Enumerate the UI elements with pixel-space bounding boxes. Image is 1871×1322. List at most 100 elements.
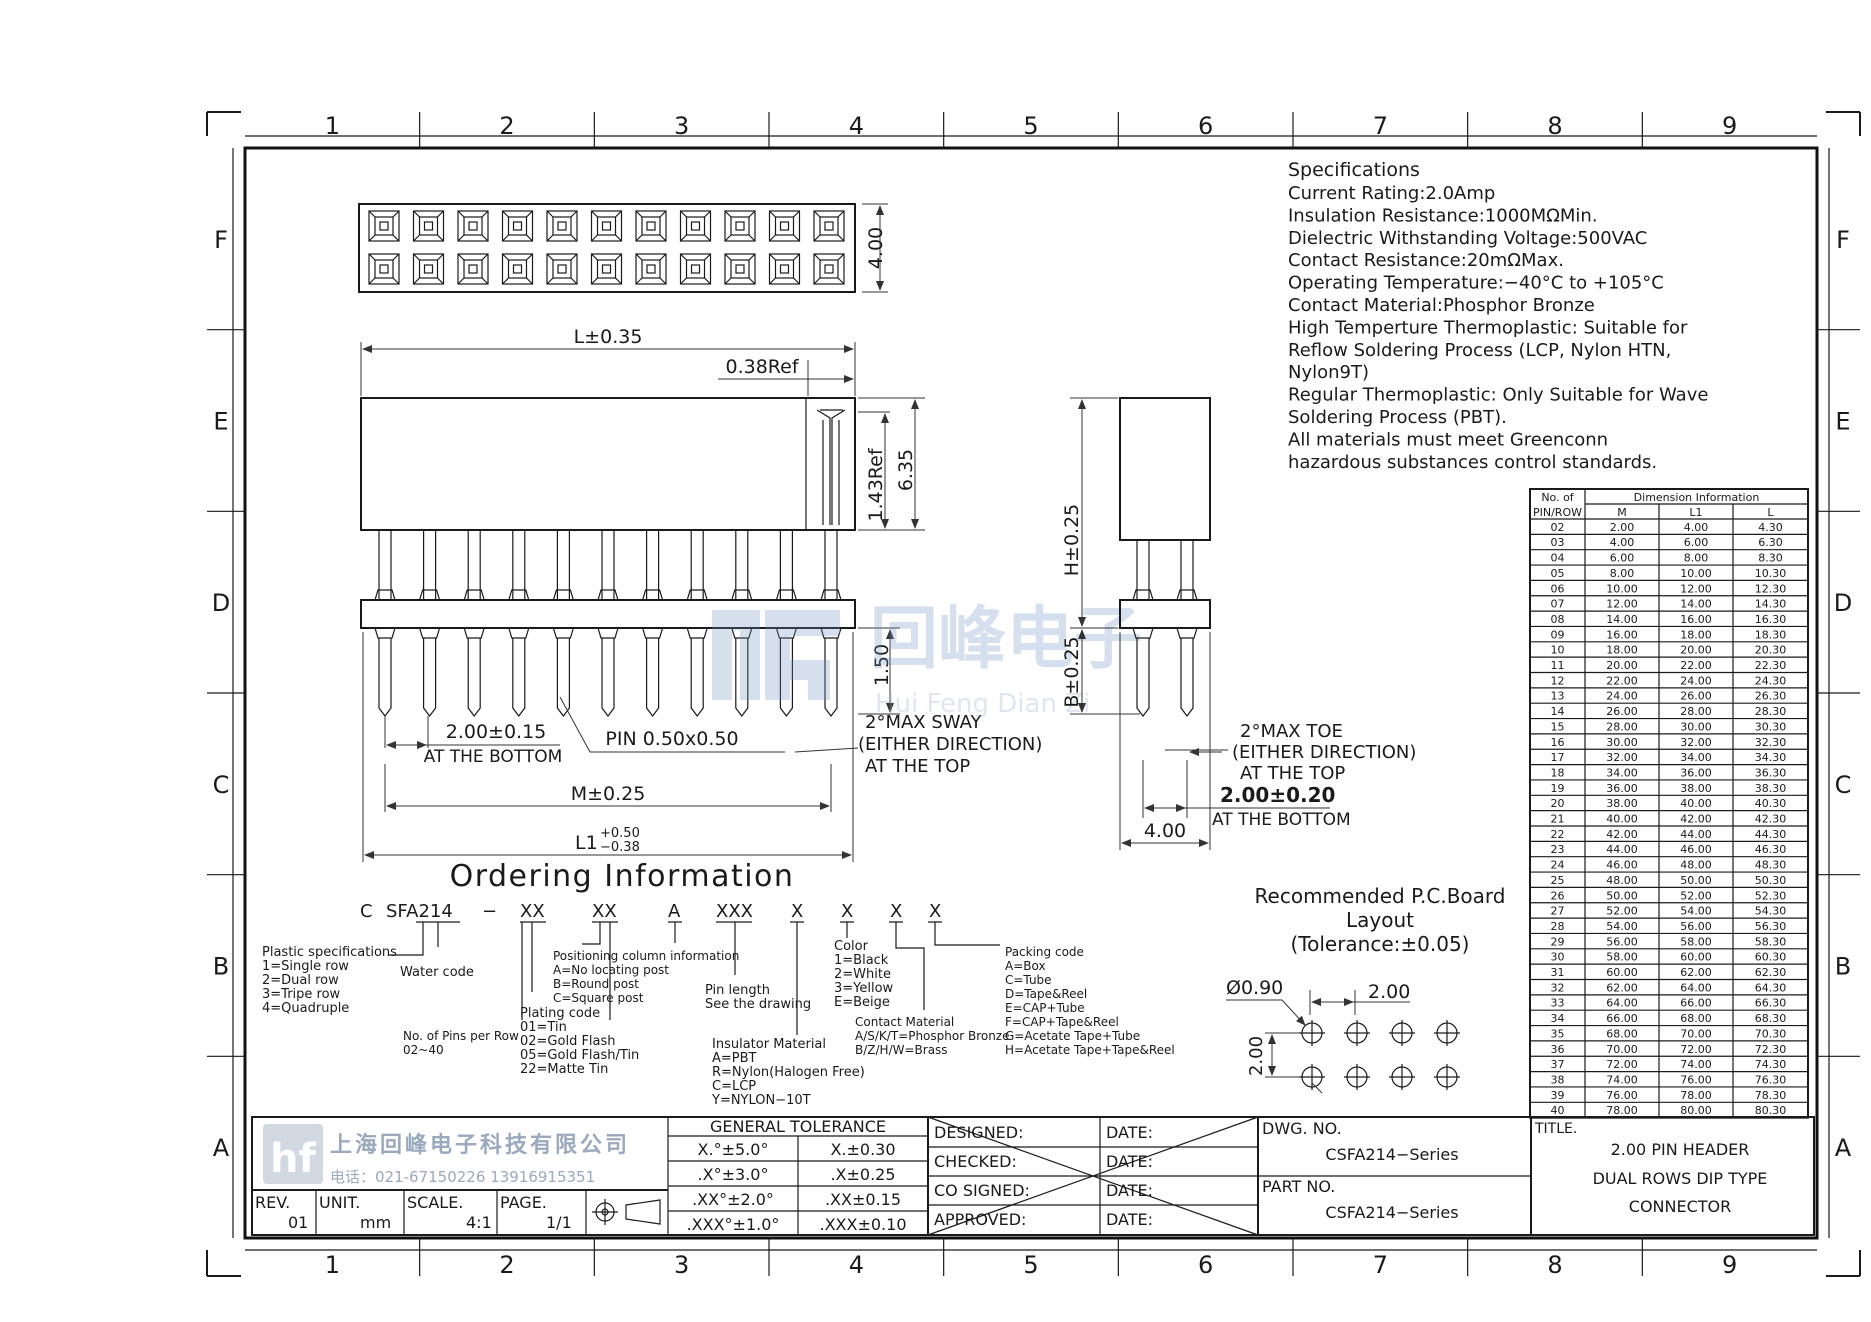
table-cell: 56.00 — [1606, 935, 1638, 948]
dim-635: 6.35 — [895, 449, 917, 491]
side-pin — [1180, 539, 1194, 601]
rev-value: 01 — [288, 1213, 308, 1232]
table-cell: 35 — [1551, 1027, 1565, 1040]
packing-line: G=Acetate Tape+Tube — [1005, 1029, 1140, 1043]
plastic-line: 4=Quadruple — [262, 1001, 349, 1016]
table-cell: 8.00 — [1610, 567, 1635, 580]
dim-M: M±0.25 — [571, 783, 646, 805]
projection-symbol-icon — [592, 1199, 661, 1225]
table-cell: 12.00 — [1606, 598, 1638, 611]
table-cell: 32.00 — [1680, 736, 1712, 749]
table-cell: 10.00 — [1606, 582, 1638, 595]
pin — [467, 529, 481, 601]
positioning-line: B=Round post — [553, 977, 639, 991]
title-block: hf 上海回峰电子科技有限公司 电话：021-67150226 13916915… — [251, 1116, 1815, 1236]
ordering-information: Ordering Information C SFA214 − XX XX A … — [262, 859, 1175, 1108]
table-cell: 26.30 — [1755, 690, 1787, 703]
packing-line: H=Acetate Tape+Tape&Reel — [1005, 1043, 1175, 1057]
side-view: H±0.25 B±0.25 2°MAX TOE (EITHER DIRECTIO… — [1061, 397, 1416, 850]
part-number: CSFA214−Series — [1325, 1203, 1458, 1222]
grid-col-top-6: 6 — [1198, 112, 1213, 140]
pin-cell — [813, 253, 845, 285]
scale-label: SCALE. — [407, 1193, 463, 1212]
pin — [556, 529, 571, 601]
spec-line: Reflow Soldering Process (LCP, Nylon HTN… — [1288, 340, 1671, 361]
pin_length-line: Pin length — [705, 983, 770, 998]
code-model: SFA214 — [386, 901, 453, 922]
pcb-pitch-y: 2.00 — [1246, 1036, 1267, 1076]
grid-ticks — [207, 112, 1860, 1276]
table-cell: 64.30 — [1755, 981, 1787, 994]
pin — [601, 529, 615, 601]
contact-line: B/Z/H/W=Brass — [855, 1043, 948, 1057]
company-phone: 电话：021-67150226 13916915351 — [330, 1168, 595, 1186]
table-cell: 52.00 — [1606, 905, 1638, 918]
table-cell: 66.00 — [1680, 997, 1712, 1010]
sway-text-2: (EITHER DIRECTION) — [858, 734, 1042, 755]
spec-line: Nylon9T) — [1288, 362, 1369, 383]
designed-label: DESIGNED: — [934, 1123, 1024, 1142]
table-cell: 76.00 — [1606, 1089, 1638, 1102]
tolerance-angle: X.°±5.0° — [698, 1140, 769, 1159]
pin — [690, 529, 704, 601]
date-label-4: DATE: — [1106, 1210, 1153, 1229]
table-cell: 48.00 — [1680, 859, 1712, 872]
table-cell: 74.30 — [1755, 1058, 1787, 1071]
table-cell: 12.00 — [1680, 582, 1712, 595]
table-cell: 16 — [1551, 736, 1565, 749]
table-cell: 28 — [1551, 920, 1565, 933]
table-cell: 14 — [1551, 705, 1565, 718]
dwg-label: DWG. NO. — [1262, 1119, 1342, 1138]
grid-col-top-5: 5 — [1023, 112, 1038, 140]
table-cell: 13 — [1551, 690, 1565, 703]
grid-col-bottom-5: 5 — [1023, 1251, 1038, 1279]
insulator-line: C=LCP — [712, 1079, 756, 1094]
grid-row-right-F: F — [1836, 226, 1850, 254]
grid-row-left-C: C — [213, 771, 230, 799]
table-cell: 38 — [1551, 1073, 1565, 1086]
table-cell: 22.30 — [1755, 659, 1787, 672]
dim-L1-plus: +0.50 — [600, 826, 640, 841]
pin-cell — [412, 253, 445, 285]
spec-line: Operating Temperature:−40°C to +105°C — [1288, 273, 1664, 294]
plating-line: 01=Tin — [520, 1020, 567, 1035]
table-cell: 26.00 — [1680, 690, 1712, 703]
table-cell: 18.30 — [1755, 628, 1787, 641]
table-cell: 19 — [1551, 782, 1565, 795]
insulator-line: R=Nylon(Halogen Free) — [712, 1065, 865, 1080]
page-label: PAGE. — [500, 1193, 547, 1212]
table-cell: 40.30 — [1755, 797, 1787, 810]
spec-line: Soldering Process (PBT). — [1288, 407, 1507, 428]
table-cell: 44.00 — [1680, 828, 1712, 841]
table-cell: 14.00 — [1680, 598, 1712, 611]
table-cell: 31 — [1551, 966, 1565, 979]
table-cell: 26.00 — [1606, 705, 1638, 718]
table-cell: 10.30 — [1755, 567, 1787, 580]
table-cell: 58.00 — [1606, 951, 1638, 964]
code-xx2: XX — [592, 901, 617, 922]
pin — [824, 529, 838, 601]
table-col-header: L — [1767, 506, 1774, 519]
side-pin — [1136, 539, 1150, 601]
tolerance-linear: .XX±0.15 — [825, 1190, 901, 1209]
grid-col-bottom-7: 7 — [1373, 1251, 1388, 1279]
table-cell: 80.30 — [1755, 1104, 1787, 1117]
table-cell: 68.30 — [1755, 1012, 1787, 1025]
table-cell: 28.30 — [1755, 705, 1787, 718]
dim-row-pitch: 2.00±0.20 — [1220, 783, 1335, 807]
grid-col-top-1: 1 — [325, 112, 340, 140]
pin — [378, 529, 392, 601]
table-cell: 37 — [1551, 1058, 1565, 1071]
table-cell: 10.00 — [1680, 567, 1712, 580]
grid-col-top-2: 2 — [499, 112, 514, 140]
table-cell: 15 — [1551, 720, 1565, 733]
title-line-2: DUAL ROWS DIP TYPE — [1593, 1169, 1768, 1188]
plastic-line: 2=Dual row — [262, 973, 339, 988]
dim-side-width: 4.00 — [1144, 820, 1186, 842]
table-cell: 48.00 — [1606, 874, 1638, 887]
table-cell: 48.30 — [1755, 859, 1787, 872]
